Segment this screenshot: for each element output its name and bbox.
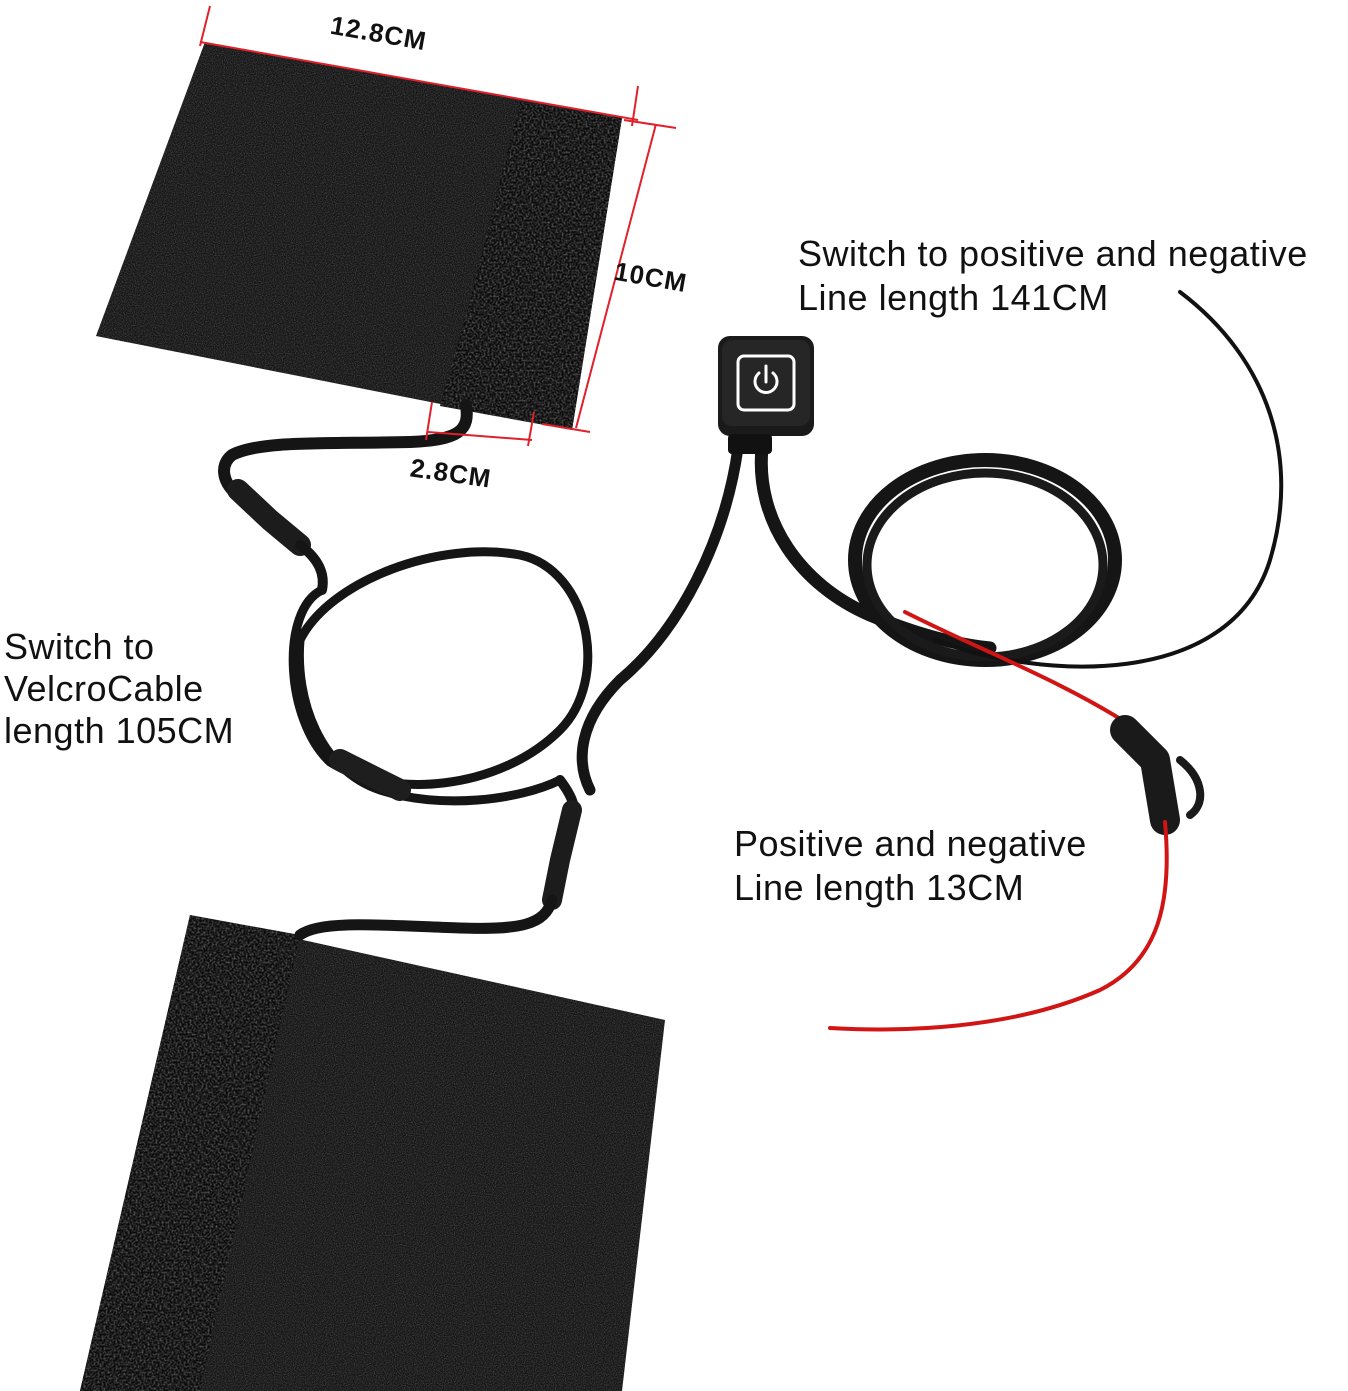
strip-dimension-line bbox=[427, 431, 533, 441]
caption-line: Positive and negative bbox=[734, 823, 1087, 864]
caption-line: Line length 13CM bbox=[734, 867, 1025, 908]
bottom-heating-pad bbox=[80, 915, 665, 1391]
black-wire bbox=[933, 290, 1284, 669]
caption-switch-velcro-cable: Switch to VelcroCable length 105CM bbox=[4, 626, 234, 752]
bottom-connector bbox=[542, 800, 582, 910]
switch-lead-left bbox=[576, 442, 744, 796]
caption-line: Line length 141CM bbox=[798, 277, 1109, 318]
caption-line: Switch to bbox=[4, 626, 155, 667]
left-cable-loop bbox=[288, 547, 593, 789]
caption-line: Switch to positive and negative bbox=[798, 233, 1308, 274]
caption-line: length 105CM bbox=[4, 710, 235, 751]
left-connector bbox=[227, 479, 311, 556]
power-switch-module bbox=[718, 336, 814, 454]
width-dimension-line bbox=[199, 41, 639, 121]
lower-splitter bbox=[329, 749, 411, 801]
dimension-lines bbox=[199, 5, 677, 447]
power-icon bbox=[753, 364, 779, 394]
red-wire-out bbox=[828, 820, 1169, 1032]
top-heating-pad bbox=[96, 42, 622, 430]
bottom-pad-lead bbox=[294, 894, 558, 941]
right-cable-coil bbox=[848, 453, 1122, 667]
caption-power-line: Positive and negative Line length 13CM bbox=[734, 822, 1087, 910]
caption-line: VelcroCable bbox=[4, 668, 204, 709]
fuse-holder bbox=[1110, 715, 1180, 835]
caption-switch-power-line: Switch to positive and negative Line len… bbox=[798, 232, 1308, 320]
switch-button-frame bbox=[736, 354, 796, 412]
switch-lead-right bbox=[754, 441, 997, 655]
height-dimension-line bbox=[575, 123, 657, 429]
red-wire-to-fuse bbox=[903, 610, 1132, 727]
cables bbox=[218, 290, 1284, 1032]
